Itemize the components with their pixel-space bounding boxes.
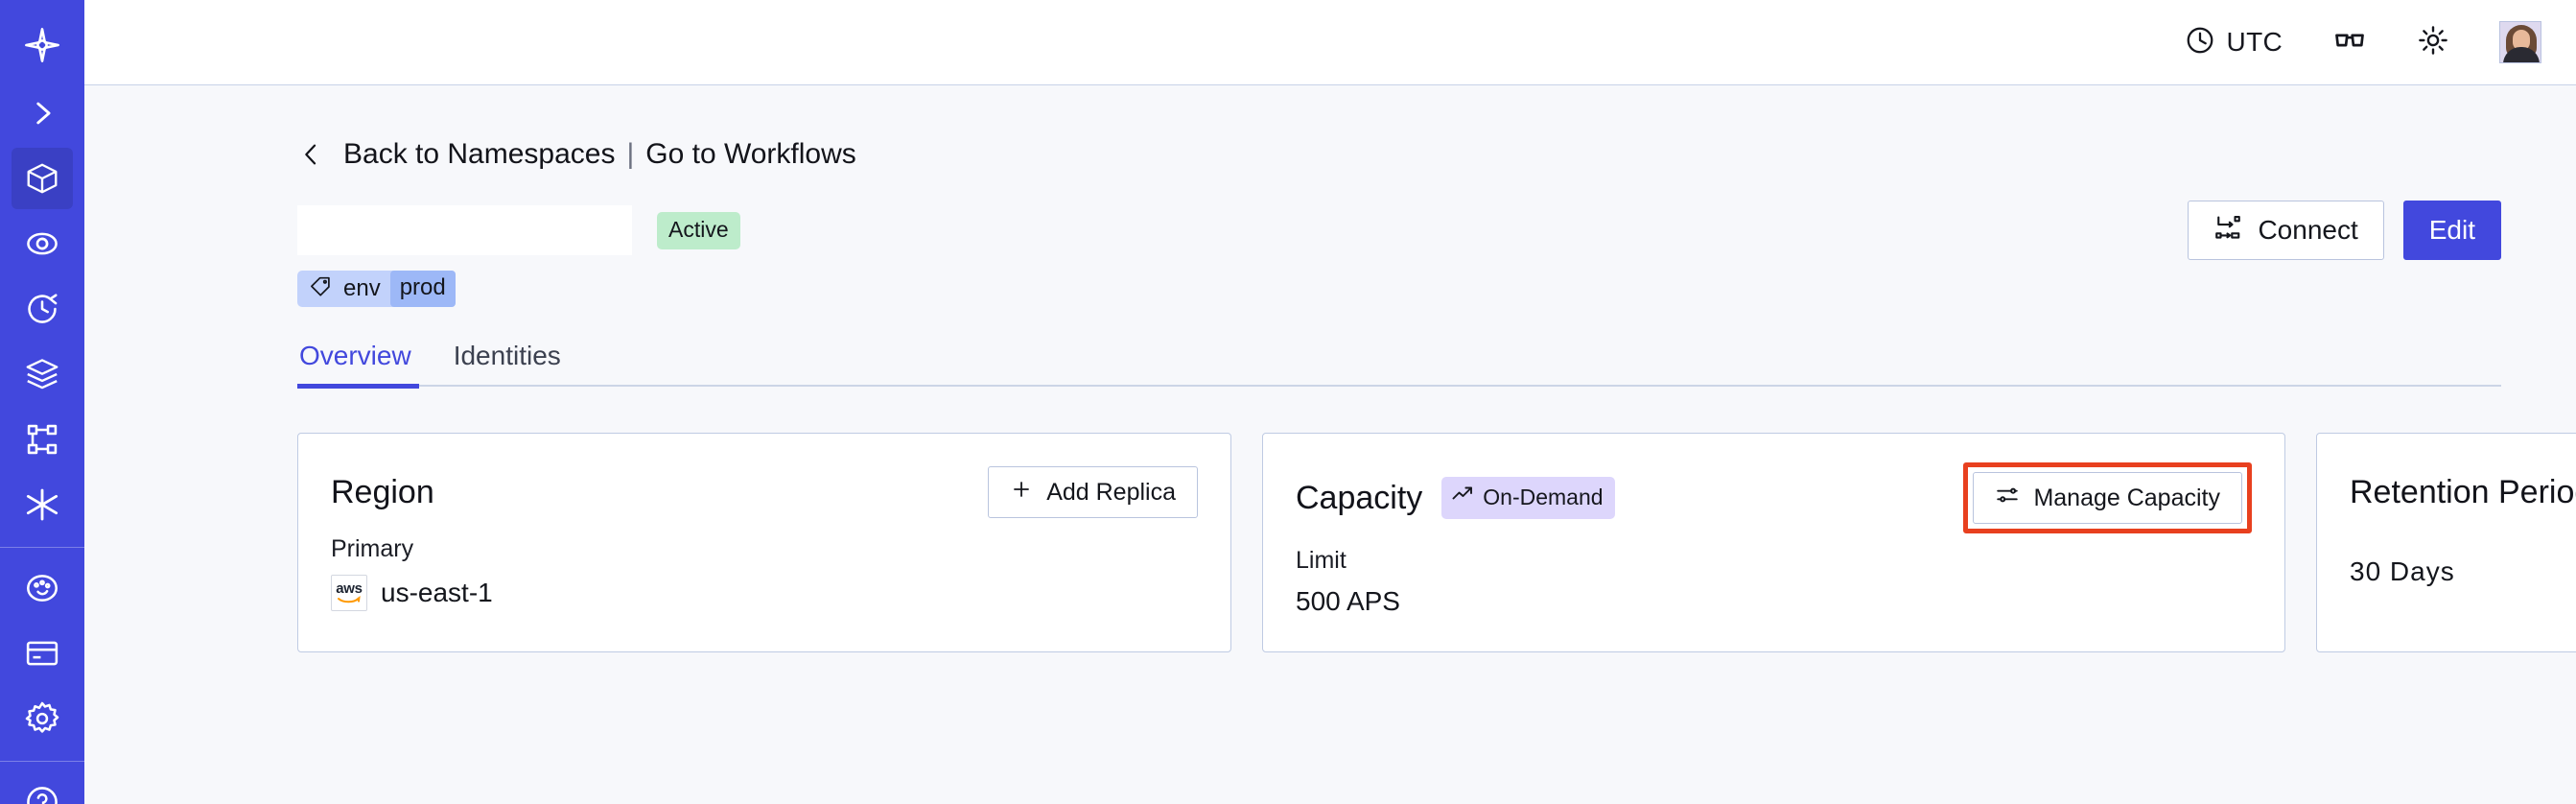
layers-icon: [24, 356, 60, 392]
sidebar-item-settings[interactable]: [12, 688, 73, 749]
gear-icon: [24, 700, 60, 737]
workflow-branch-icon: [24, 421, 60, 458]
namespace-header: Active: [297, 201, 2501, 260]
connect-button-label: Connect: [2258, 215, 2358, 245]
capacity-card-header: Capacity On-Demand: [1296, 462, 2252, 533]
tag-key: env: [343, 275, 381, 301]
manage-capacity-annotation: Manage Capacity: [1963, 462, 2252, 533]
overview-cards: Region Add Replica: [297, 433, 2576, 652]
breadcrumb-back-link[interactable]: Back to Namespaces: [343, 138, 616, 170]
sidebar-item-history[interactable]: [12, 278, 73, 340]
edit-button-label: Edit: [2428, 215, 2475, 245]
accessibility-toggle[interactable]: [2332, 23, 2367, 62]
tag-icon: [309, 275, 332, 303]
capacity-mode-badge: On-Demand: [1441, 477, 1615, 519]
tab-overview[interactable]: Overview: [297, 341, 433, 389]
connect-flow-icon: [2213, 213, 2242, 248]
eye-icon: [24, 225, 60, 262]
sidebar-item-schedules[interactable]: [12, 343, 73, 405]
sliders-icon: [1995, 483, 2020, 514]
edit-button[interactable]: Edit: [2402, 201, 2501, 260]
history-clock-icon: [24, 291, 60, 327]
region-card-title: Region: [331, 473, 434, 510]
capacity-sublabel: Limit: [1296, 547, 1347, 574]
aws-logo-text: aws: [336, 580, 363, 597]
region-sublabel: Primary: [331, 535, 414, 562]
page-content: Back to Namespaces | Go to Workflows Act…: [84, 85, 2576, 804]
manage-capacity-label: Manage Capacity: [2033, 484, 2220, 511]
chevron-left-icon[interactable]: [297, 138, 324, 171]
sidebar-item-billing[interactable]: [12, 623, 73, 684]
sidebar-item-observability[interactable]: [12, 213, 73, 274]
top-bar: UTC: [84, 0, 2576, 85]
aws-logo-icon: aws: [331, 575, 367, 611]
glasses-icon: [2332, 23, 2367, 62]
timezone-label: UTC: [2226, 27, 2283, 57]
avatar[interactable]: [2499, 21, 2541, 63]
region-card: Region Add Replica: [297, 433, 1231, 652]
capacity-card: Capacity On-Demand: [1262, 433, 2285, 652]
connect-button[interactable]: Connect: [2188, 201, 2384, 260]
sidebar-item-namespaces[interactable]: [12, 148, 73, 209]
cube-icon: [24, 160, 60, 197]
header-actions: Connect Edit: [2188, 201, 2501, 260]
region-card-header: Region Add Replica: [331, 462, 1198, 522]
tab-bar: Overview Identities: [297, 341, 2501, 389]
temporal-logo-icon[interactable]: [12, 13, 73, 77]
retention-card-header: Retention Period: [2350, 462, 2576, 522]
capacity-mode-label: On-Demand: [1483, 484, 1604, 509]
sidebar-item-usage[interactable]: [12, 557, 73, 619]
help-circle-icon: [24, 784, 60, 804]
region-value-row: aws us-east-1: [331, 575, 1198, 611]
timezone-selector[interactable]: UTC: [2185, 25, 2283, 60]
chevron-right-icon[interactable]: [12, 83, 73, 144]
capacity-card-title: Capacity: [1296, 479, 1423, 516]
add-replica-label: Add Replica: [1046, 478, 1176, 506]
sidebar-divider-top: [0, 547, 84, 548]
tag-chip-env[interactable]: env prod: [297, 271, 456, 307]
plus-icon: [1010, 478, 1033, 508]
status-badge: Active: [657, 211, 740, 249]
sidebar-item-help[interactable]: [12, 771, 73, 804]
page-title: [297, 205, 632, 255]
main-region: UTC: [84, 0, 2576, 804]
retention-card-title: Retention Period: [2350, 473, 2576, 510]
breadcrumb-workflows-link[interactable]: Go to Workflows: [645, 138, 856, 170]
tag-list: env prod: [297, 270, 2501, 308]
sidebar-item-nexus[interactable]: [12, 474, 73, 535]
breadcrumb: Back to Namespaces | Go to Workflows: [297, 138, 2501, 171]
tag-value: prod: [389, 271, 456, 307]
region-card-action: Add Replica: [988, 466, 1198, 518]
tab-identities[interactable]: Identities: [453, 341, 561, 370]
trending-up-icon: [1451, 483, 1474, 511]
sidebar-item-workflows[interactable]: [12, 409, 73, 470]
avatar-face: [2513, 30, 2530, 51]
manage-capacity-button[interactable]: Manage Capacity: [1973, 472, 2242, 524]
primary-sidebar: [0, 0, 84, 804]
retention-card: Retention Period 30 Days: [2316, 433, 2576, 652]
asterisk-icon: [23, 485, 61, 524]
sun-icon: [2417, 24, 2449, 61]
palette-icon: [24, 570, 60, 606]
credit-card-icon: [24, 635, 60, 672]
capacity-value: 500 APS: [1296, 586, 1400, 616]
region-value: us-east-1: [381, 578, 493, 607]
add-replica-button[interactable]: Add Replica: [988, 466, 1198, 518]
user-menu[interactable]: [2499, 21, 2541, 63]
retention-value: 30 Days: [2350, 556, 2455, 586]
avatar-body: [2503, 47, 2540, 62]
sidebar-divider-bottom: [0, 761, 84, 762]
clock-icon: [2185, 25, 2215, 60]
theme-toggle[interactable]: [2417, 24, 2449, 61]
breadcrumb-separator: |: [626, 138, 635, 170]
